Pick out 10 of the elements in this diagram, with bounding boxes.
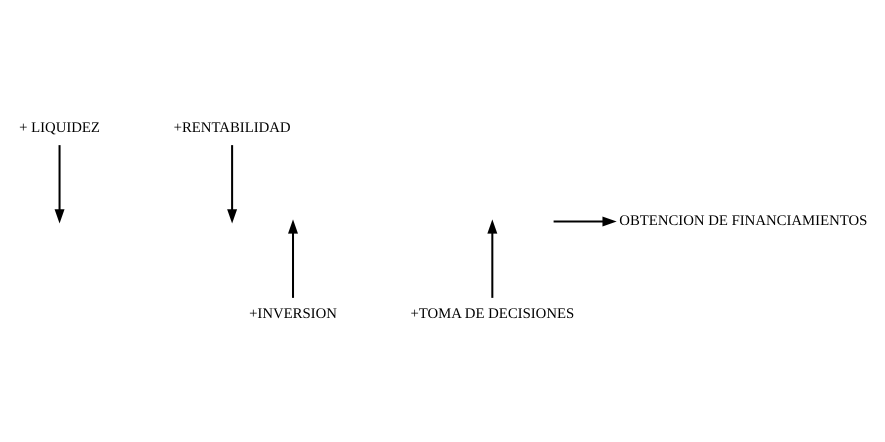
node-text: + LIQUIDEZ bbox=[19, 119, 100, 136]
arrow bbox=[487, 218, 498, 298]
arrow bbox=[554, 216, 617, 226]
node-text: +INVERSION bbox=[249, 306, 337, 322]
node-text: +RENTABILIDAD bbox=[174, 119, 291, 136]
node-text: +TOMA DE DECISIONES bbox=[410, 306, 574, 322]
arrow bbox=[54, 144, 65, 224]
node-text: OBTENCION DE FINANCIAMIENTOS bbox=[619, 212, 868, 229]
arrow bbox=[227, 144, 238, 224]
arrow bbox=[288, 218, 298, 298]
